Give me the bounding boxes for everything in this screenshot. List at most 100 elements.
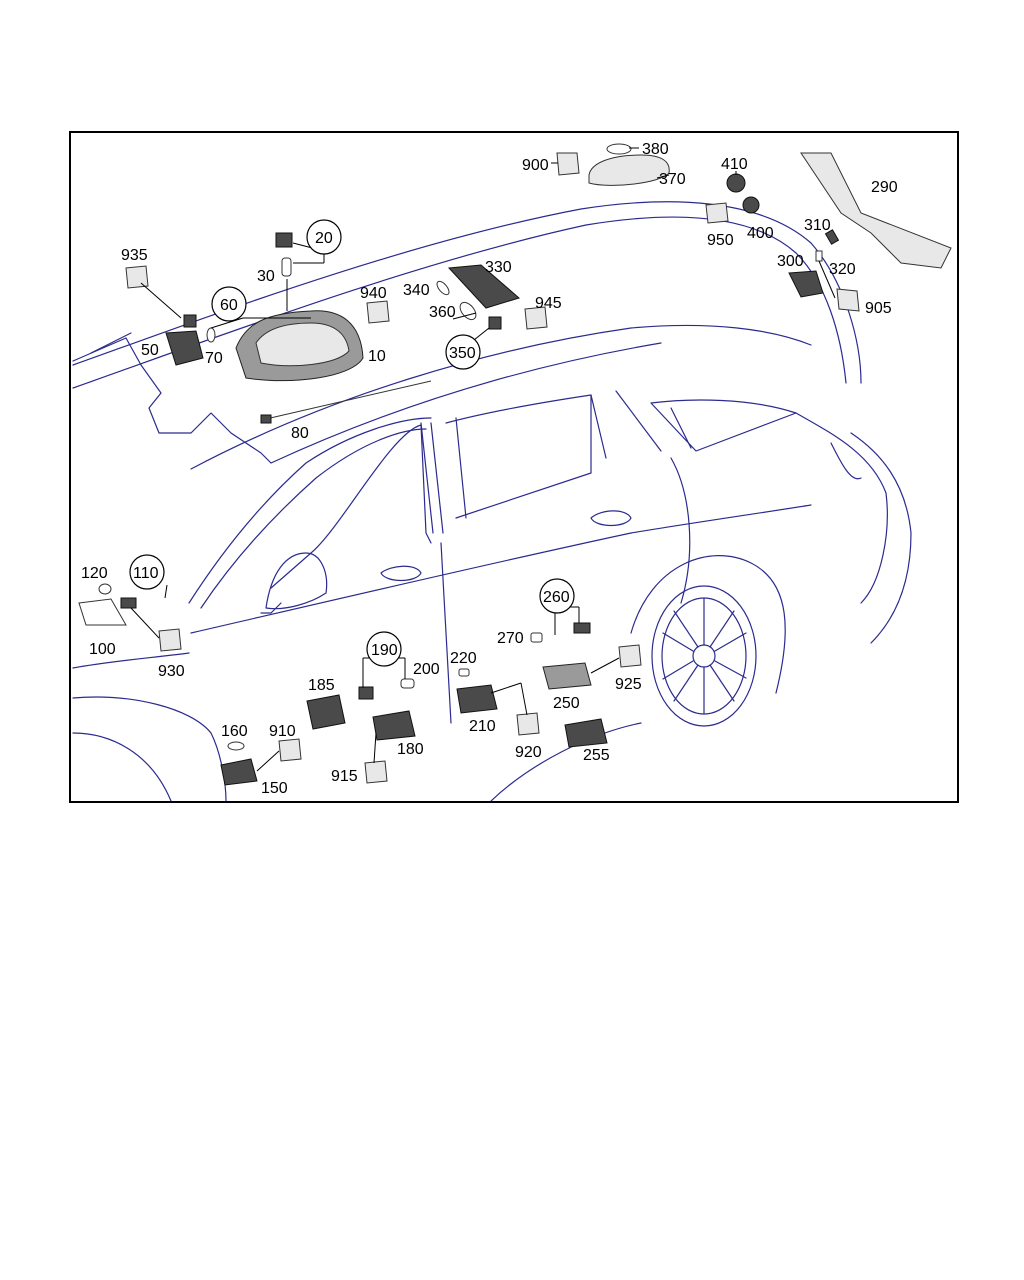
callout-350: 350 — [449, 345, 476, 362]
callout-940: 940 — [360, 285, 387, 302]
part-20-switch — [275, 232, 293, 248]
callout-255: 255 — [583, 747, 610, 764]
callout-100: 100 — [89, 641, 116, 658]
part-120-bulb — [98, 583, 112, 595]
callout-circle-60 — [211, 286, 247, 322]
callout-925: 925 — [615, 676, 642, 693]
callout-150: 150 — [261, 780, 288, 797]
callout-circle-20 — [306, 219, 342, 255]
callout-920: 920 — [515, 744, 542, 761]
callout-250: 250 — [553, 695, 580, 712]
parts-diagram: 380 900 370 410 290 950 400 310 300 320 … — [72, 141, 952, 801]
callout-290: 290 — [871, 179, 898, 196]
part-925-tape — [618, 644, 642, 668]
part-910-tape — [278, 738, 302, 762]
callout-400: 400 — [747, 225, 774, 242]
part-380-bulb — [606, 143, 632, 155]
part-200-bulb — [400, 678, 415, 689]
callout-945: 945 — [535, 295, 562, 312]
part-410-ring — [726, 173, 746, 193]
part-100-lamp — [78, 598, 127, 626]
callout-270: 270 — [497, 630, 524, 647]
callout-900: 900 — [522, 157, 549, 174]
callout-950: 950 — [707, 232, 734, 249]
part-290-trim — [800, 152, 952, 269]
callout-310: 310 — [804, 217, 831, 234]
callout-930: 930 — [158, 663, 185, 680]
part-935-clip — [183, 314, 197, 328]
part-900-tape — [556, 152, 580, 176]
callout-50: 50 — [141, 342, 159, 359]
callout-160: 160 — [221, 723, 248, 740]
callout-circle-350 — [445, 334, 481, 370]
car-body-outline — [72, 201, 912, 801]
part-300-lamp — [788, 270, 824, 298]
callout-320: 320 — [829, 261, 856, 278]
callout-185: 185 — [308, 677, 335, 694]
part-255-lamp — [564, 718, 608, 748]
part-shapes — [78, 143, 952, 786]
callout-360: 360 — [429, 304, 456, 321]
part-370-light — [588, 154, 670, 186]
callout-410: 410 — [721, 156, 748, 173]
part-50-lamp — [165, 330, 204, 366]
parts-diagram-frame: 380 900 370 410 290 950 400 310 300 320 … — [69, 131, 959, 803]
part-30-bulb — [281, 257, 292, 277]
callout-330: 330 — [485, 259, 512, 276]
callout-340: 340 — [403, 282, 430, 299]
callout-210: 210 — [469, 718, 496, 735]
callout-70: 70 — [205, 350, 223, 367]
part-945-tape — [524, 306, 548, 330]
part-310-bulb — [824, 229, 840, 245]
callout-20: 20 — [315, 230, 333, 247]
callout-370: 370 — [659, 171, 686, 188]
callout-30: 30 — [257, 268, 275, 285]
part-350-switch — [488, 316, 502, 330]
part-930-tape — [158, 628, 182, 652]
callout-60: 60 — [220, 297, 238, 314]
part-915-tape — [364, 760, 388, 784]
part-935-tape — [125, 265, 149, 289]
part-150-lamp — [220, 758, 258, 786]
callout-905: 905 — [865, 300, 892, 317]
part-905-tape — [836, 288, 860, 312]
callout-circle-190 — [366, 631, 402, 667]
part-270-bulb — [530, 632, 543, 643]
callout-labels: 380 900 370 410 290 950 400 310 300 320 … — [81, 141, 898, 797]
part-330-light — [447, 264, 521, 309]
callout-200: 200 — [413, 661, 440, 678]
part-70-bulb — [206, 327, 216, 343]
callout-915: 915 — [331, 768, 358, 785]
callout-910: 910 — [269, 723, 296, 740]
part-320-bulb — [815, 250, 823, 262]
part-210-lamp — [456, 684, 498, 714]
callout-260: 260 — [543, 589, 570, 606]
callout-120: 120 — [81, 565, 108, 582]
callout-220: 220 — [450, 650, 477, 667]
callout-circle-260 — [539, 578, 575, 614]
part-340-bulb — [436, 280, 450, 296]
callout-300: 300 — [777, 253, 804, 270]
part-190-socket — [358, 686, 374, 700]
part-160-bulb — [227, 741, 245, 751]
part-260-socket — [573, 622, 591, 634]
part-920-tape — [516, 712, 540, 736]
part-400-socket — [742, 196, 760, 214]
part-250-lamp — [542, 662, 592, 690]
callout-190: 190 — [371, 642, 398, 659]
part-220-bulb — [458, 668, 470, 677]
part-950-tape — [705, 202, 729, 224]
part-80-cable — [265, 380, 432, 420]
callout-110: 110 — [133, 565, 159, 582]
leader-lines — [130, 147, 836, 772]
callout-180: 180 — [397, 741, 424, 758]
part-940-tape — [366, 300, 390, 324]
callout-circles — [129, 219, 575, 667]
callout-380: 380 — [642, 141, 669, 158]
callout-circle-110 — [129, 554, 165, 590]
callout-80: 80 — [291, 425, 309, 442]
callout-935: 935 — [121, 247, 148, 264]
part-185-lamp — [306, 694, 346, 730]
callout-10: 10 — [368, 348, 386, 365]
part-360-bulb — [459, 301, 477, 321]
